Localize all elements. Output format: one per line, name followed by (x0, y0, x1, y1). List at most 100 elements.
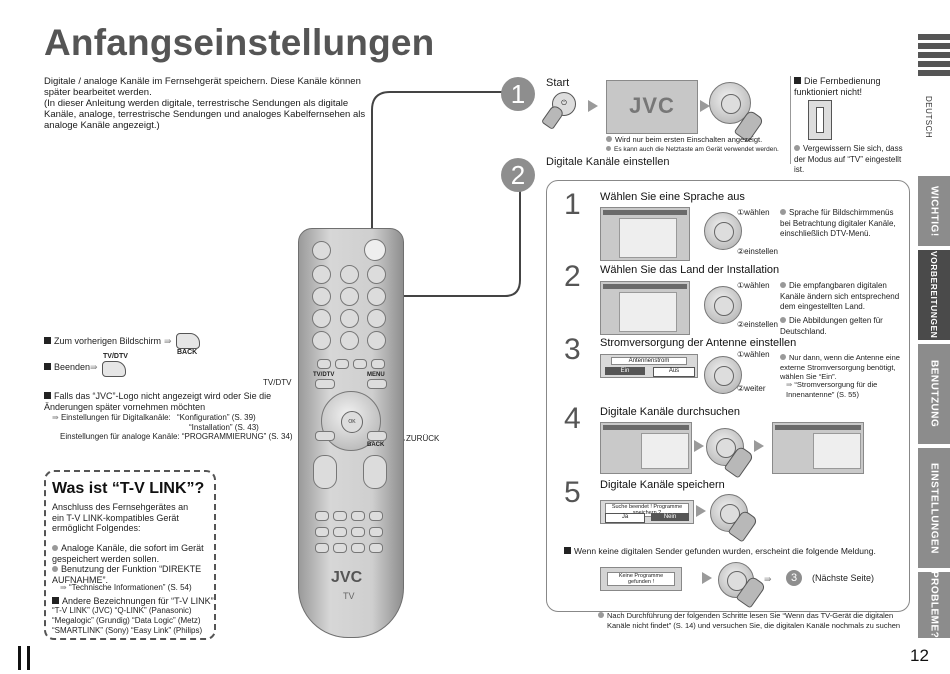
page-marker-icon (16, 646, 36, 670)
remote-small-button[interactable] (333, 511, 347, 521)
ok-button-illustration (704, 286, 742, 324)
channel-rocker[interactable] (313, 455, 337, 489)
remote-small-button[interactable] (315, 527, 329, 537)
substep-3-ref-text: “Stromversorgung für die Innenantenne” (… (786, 380, 878, 399)
remote-button[interactable] (340, 309, 359, 328)
remote-tvdtv-label: TV/DTV (313, 372, 335, 378)
save-dialog-no[interactable]: Nein (651, 513, 689, 521)
remote-small-button[interactable] (369, 543, 383, 553)
arrow-icon: ⇛ (764, 574, 772, 584)
antenna-option-off[interactable]: Aus (653, 367, 695, 377)
remote-button[interactable] (340, 287, 359, 306)
exit-button-label: TV/DTV (103, 353, 128, 360)
final-note-1-text: Nach Durchführung der folgenden Schritte… (607, 611, 894, 620)
arrow-icon (696, 505, 706, 517)
remote-button[interactable] (312, 331, 331, 350)
remote-button[interactable] (312, 265, 331, 284)
arrow-icon (754, 440, 764, 452)
menu-button[interactable] (367, 379, 387, 389)
ok-button-illustration (704, 212, 742, 250)
antenna-dialog-title: Antennenstrom (611, 357, 687, 365)
remote-button[interactable] (312, 287, 331, 306)
tvdtv-button[interactable] (315, 379, 335, 389)
power-button[interactable] (364, 239, 386, 261)
arrow-icon (702, 572, 712, 584)
remote-small-button[interactable] (351, 543, 365, 553)
next-page-label: (Nächste Seite) (812, 573, 875, 583)
ok-button[interactable]: OK (341, 411, 363, 433)
substep-1-select: ①wählen (737, 208, 770, 217)
tab-einstellungen[interactable]: EINSTELLUNGEN (918, 448, 950, 568)
substep-2-number: 2 (564, 260, 581, 293)
remote-button[interactable] (367, 265, 386, 284)
callout-tvdtv: TV/DTV (263, 378, 292, 387)
remote-small-button[interactable] (315, 543, 329, 553)
step-1-note-2: Es kann auch die Netztaste am Gerät verw… (606, 145, 779, 156)
remote-button[interactable] (340, 331, 359, 350)
substep-2-title: Wählen Sie das Land der Installation (600, 264, 780, 276)
substep-5-number: 5 (564, 476, 581, 509)
jvc-screen-text: JVC (629, 93, 675, 118)
substep-3-title: Stromversorgung der Antenne einstellen (600, 337, 797, 349)
tlink-bullet-2-text: Benutzung der Funktion “DIREKTE AUFNAHME… (52, 564, 202, 585)
tab-wichtig[interactable]: WICHTIG! (918, 176, 950, 246)
volume-rocker[interactable] (363, 455, 387, 489)
back-button-label: BACK (177, 349, 198, 356)
remote-small-button[interactable] (333, 527, 347, 537)
remote-warning: Vergewissern Sie sich, dass der Modus au… (794, 144, 904, 176)
ok-center (716, 438, 736, 458)
analog-label: Einstellungen für analoge Kanäle: (60, 432, 180, 441)
remote-back-label: BACK (367, 442, 385, 448)
tab-vorbereitungen[interactable]: VORBEREITUNGEN (918, 250, 950, 340)
remote-small-button[interactable] (333, 543, 347, 553)
ok-center (714, 296, 734, 316)
arrow-icon: ⇛ (90, 362, 98, 372)
remote-small-button[interactable] (317, 359, 331, 369)
remote-small-button[interactable] (315, 431, 335, 441)
tlink-bullet-1: Analoge Kanäle, die sofort im Gerät gesp… (52, 543, 212, 564)
country-menu-screen (600, 281, 690, 335)
remote-button[interactable] (367, 331, 386, 350)
page-number: 12 (910, 646, 929, 665)
tab-benutzung[interactable]: BENUTZUNG (918, 344, 950, 444)
antenna-option-on[interactable]: Ein (605, 367, 645, 375)
remote-small-button[interactable] (315, 511, 329, 521)
final-note-2: Kanäle nicht findet” (S. 14) und versuch… (607, 621, 901, 630)
digital-ref-2: “Installation” (S. 43) (189, 423, 259, 432)
tab-probleme[interactable]: PROBLEME? (918, 571, 950, 639)
substep-3-ref: ⇛ “Stromversorgung für die Innenantenne”… (786, 380, 878, 399)
exit-note: Beenden (44, 362, 90, 373)
logo-note: Falls das “JVC”-Logo nicht angezeigt wir… (44, 391, 276, 412)
navigation-pad[interactable]: OK (321, 391, 381, 451)
remote-small-button[interactable] (369, 527, 383, 537)
callout-back: ZURÜCK (406, 434, 440, 443)
step-2-circle: 2 (501, 158, 535, 192)
jvc-logo-screen: JVC (606, 80, 698, 134)
step-2-panel (546, 180, 910, 612)
remote-small-button[interactable] (351, 511, 365, 521)
remote-button[interactable] (340, 265, 359, 284)
step-1-title: Start (546, 77, 570, 89)
intro-text: Digitale / analoge Kanäle im Fernsehgerä… (44, 76, 374, 131)
power-button-icon: ⏻ (540, 92, 576, 131)
remote-button[interactable] (367, 309, 386, 328)
substep-5-title: Digitale Kanäle speichern (600, 479, 725, 491)
remote-button[interactable] (312, 241, 331, 260)
tlink-bullet-2: Benutzung der Funktion “DIREKTE AUFNAHME… (52, 564, 212, 585)
remote-small-button[interactable] (353, 359, 367, 369)
step-1-note-2-text: Es kann auch die Netztaste am Gerät verw… (614, 146, 779, 153)
remote-button[interactable] (312, 309, 331, 328)
save-dialog-yes[interactable]: Ja (605, 513, 645, 523)
back-button[interactable] (367, 431, 387, 441)
back-button-icon (176, 333, 200, 349)
back-note: Zum vorherigen Bildschirm (44, 336, 161, 347)
remote-small-button[interactable] (371, 359, 385, 369)
remote-button[interactable] (367, 287, 386, 306)
remote-small-button[interactable] (369, 511, 383, 521)
remote-small-button[interactable] (351, 527, 365, 537)
tlink-ref-text: “Technische Informationen” (S. 54) (68, 583, 192, 592)
remote-small-button[interactable] (335, 359, 349, 369)
save-channels-dialog: Suche beendet ! Programme speichern ? Ja… (600, 500, 694, 524)
ok-center (714, 366, 734, 386)
substep-2-note-1-text: Die empfangbaren digitalen Kanäle ändern… (780, 281, 900, 311)
